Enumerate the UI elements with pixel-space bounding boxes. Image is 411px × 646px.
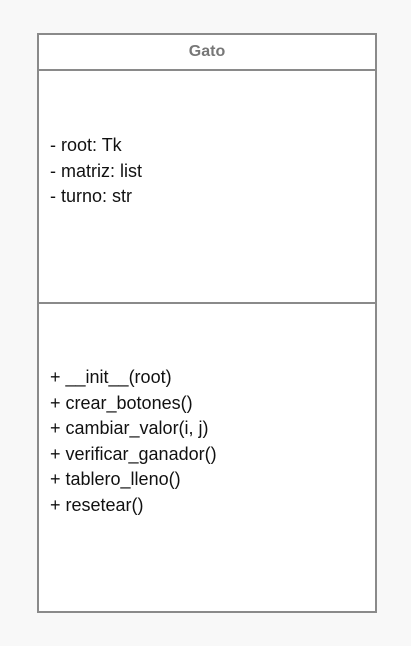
method-cambiar-valor: + cambiar_valor(i, j) xyxy=(50,418,209,438)
class-name: Gato xyxy=(188,43,226,60)
attribute-turno: - turno: str xyxy=(50,186,133,207)
method-verificar-ganador: + verificar_ganador() xyxy=(50,443,217,464)
attributes-section: - root: Tk - matriz: list - turno: str xyxy=(39,71,375,304)
uml-class-box: Gato - root: Tk - matriz: list - turno: … xyxy=(37,33,377,613)
class-header: Gato xyxy=(39,35,375,71)
method-init: + __init__(root) xyxy=(50,367,172,387)
method-crear-botones: + crear_botones() xyxy=(50,392,193,413)
method-resetear: + resetear() xyxy=(50,494,144,515)
attribute-root: - root: Tk xyxy=(50,135,122,156)
method-tablero-lleno: + tablero_lleno() xyxy=(50,469,181,489)
attribute-matriz: - matriz: list xyxy=(50,160,142,181)
methods-section: + __init__(root) + crear_botones() + cam… xyxy=(39,304,375,611)
